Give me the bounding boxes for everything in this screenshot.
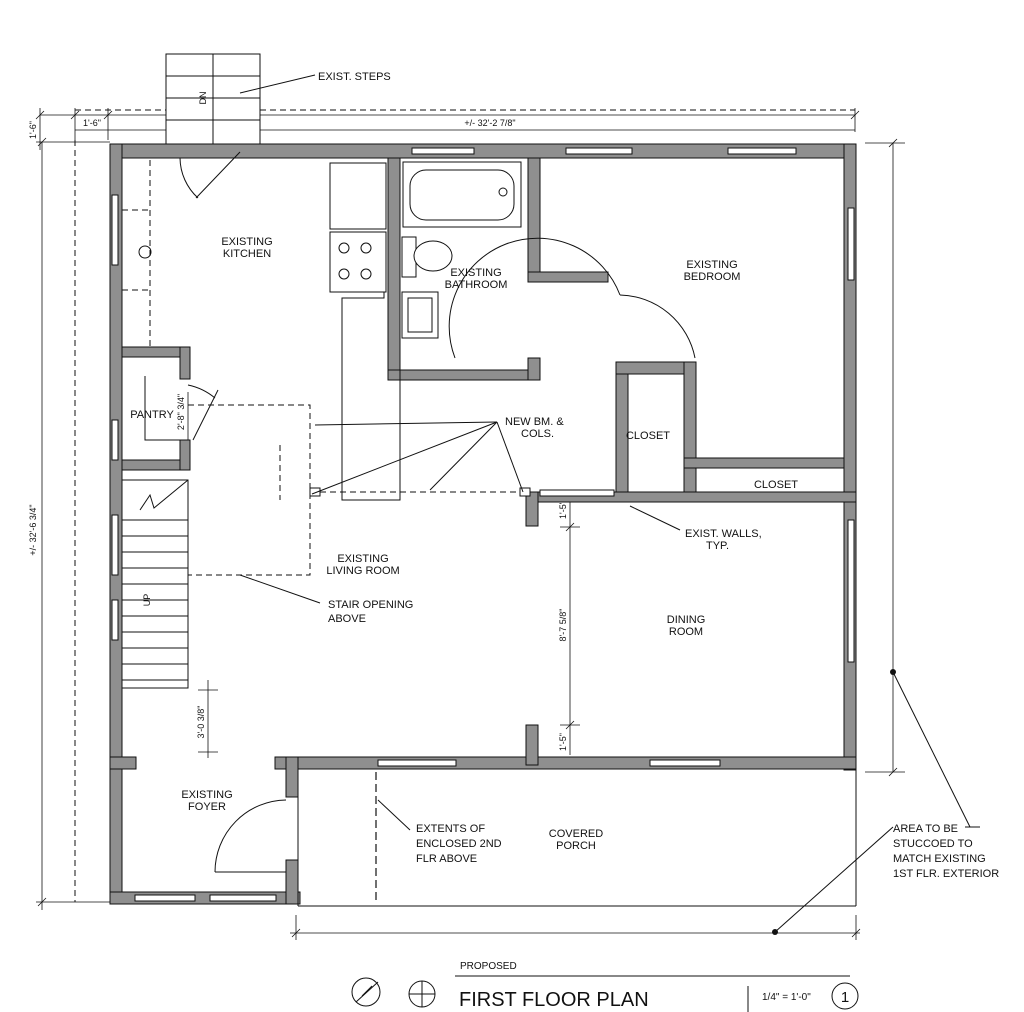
dim-top-left: 1'-6" — [83, 118, 101, 128]
note-stucco-3: MATCH EXISTING — [893, 853, 986, 865]
note-stucco-2: STUCCOED TO — [893, 838, 973, 850]
note-extents-3: FLR ABOVE — [416, 853, 477, 865]
note-stucco-4: 1ST FLR. EXTERIOR — [893, 868, 999, 880]
porch-label-2: PORCH — [556, 840, 596, 852]
annotation-notes: EXIST. STEPS NEW BM. & COLS. EXIST. WALL… — [318, 71, 999, 880]
note-extents-1: EXTENTS OF — [416, 823, 485, 835]
note-beam-1: NEW BM. & — [505, 416, 564, 428]
bedroom-label-1: EXISTING — [686, 259, 737, 271]
bathroom-label-2: BATHROOM — [445, 279, 508, 291]
pantry-door — [144, 376, 219, 441]
dim-left-total: +/- 32'-6 3/4" — [28, 504, 38, 555]
dim-top-total: +/- 32'-2 7/8" — [464, 118, 515, 128]
note-beam-2: COLS. — [521, 428, 554, 440]
foyer-label-2: FOYER — [188, 801, 226, 813]
note-stucco-1: AREA TO BE — [893, 823, 958, 835]
exterior-steps — [165, 53, 261, 145]
covered-porch — [297, 769, 857, 907]
bathroom-fixtures — [401, 161, 696, 359]
drawing-number-circle — [831, 982, 859, 1010]
dim-pantry-door: 2'-8" 3/4" — [176, 394, 186, 430]
foyer-label-1: EXISTING — [181, 789, 232, 801]
note-stair-2: ABOVE — [328, 613, 366, 625]
windows — [111, 147, 855, 902]
note-steps: EXIST. STEPS — [318, 71, 391, 83]
dim-dining-bottom: 1'-5" — [558, 733, 568, 751]
stair-dn-label: DN — [198, 92, 208, 105]
kitchen-label-2: KITCHEN — [223, 248, 271, 260]
drawing-scale: 1/4" = 1'-0" — [762, 992, 811, 1003]
dining-label-2: ROOM — [669, 626, 703, 638]
living-label-2: LIVING ROOM — [326, 565, 399, 577]
note-walls-1: EXIST. WALLS, — [685, 528, 762, 540]
dimension-texts: +/- 32'-2 7/8" 1'-6" 1'-6" +/- 32'-6 3/4… — [28, 118, 568, 751]
note-walls-2: TYP. — [706, 540, 729, 552]
stair-up-label: UP — [142, 594, 152, 607]
pantry-label: PANTRY — [130, 409, 174, 421]
kitchen-fixtures — [122, 151, 401, 501]
title-block: PROPOSED FIRST FLOOR PLAN 1/4" = 1'-0" 1 — [351, 961, 859, 1012]
north-arrow-icon — [351, 977, 381, 1007]
title-proposed: PROPOSED — [460, 961, 517, 972]
new-beam — [309, 487, 615, 497]
porch-label-1: COVERED — [549, 828, 603, 840]
note-stair-1: STAIR OPENING — [328, 599, 413, 611]
dim-left-top: 1'-6" — [28, 121, 38, 139]
dim-foyer: 3'-0 3/8" — [196, 706, 206, 739]
foyer-door — [214, 799, 287, 873]
closet-label-1: CLOSET — [626, 430, 670, 442]
dim-dining-top: 1'-5" — [558, 501, 568, 519]
kitchen-label-1: EXISTING — [221, 236, 272, 248]
closet-label-2: CLOSET — [754, 479, 798, 491]
living-label-1: EXISTING — [337, 553, 388, 565]
drawing-number: 1 — [841, 989, 849, 1006]
leader-lines — [239, 74, 980, 935]
room-labels: EXISTING KITCHEN EXISTING BATHROOM EXIST… — [130, 236, 798, 852]
note-extents-2: ENCLOSED 2ND — [416, 838, 502, 850]
drawing-title: FIRST FLOOR PLAN — [459, 989, 649, 1011]
dining-label-1: DINING — [667, 614, 706, 626]
bathroom-label-1: EXISTING — [450, 267, 501, 279]
bedroom-label-2: BEDROOM — [684, 271, 741, 283]
interior-stairs — [121, 404, 311, 689]
dim-dining-height: 8'-7 5/8" — [558, 609, 568, 642]
